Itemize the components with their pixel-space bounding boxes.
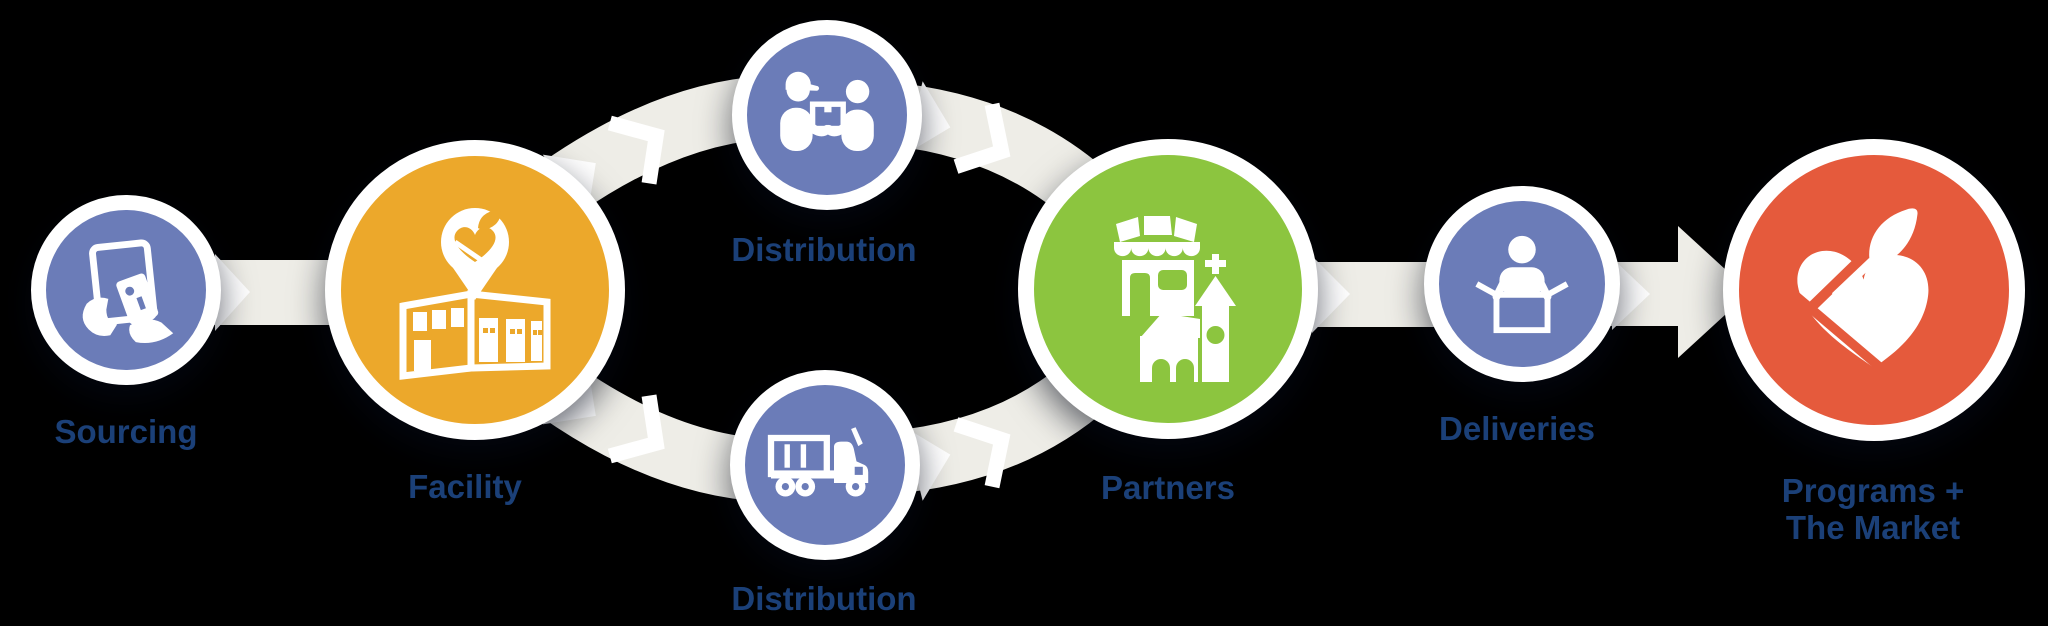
node-label-partners: Partners <box>1101 469 1235 506</box>
node-label-programs-line1: Programs + <box>1781 472 1965 509</box>
heart-apple-icon <box>1788 208 1929 377</box>
node-label-distribution-bottom: Distribution <box>731 580 917 617</box>
tablet-payment-icon <box>82 239 174 344</box>
warehouse-location-pin-icon <box>399 208 551 380</box>
node-partners-circle <box>1018 139 1318 439</box>
node-label-distribution-top: Distribution <box>731 231 917 268</box>
person-packing-box-icon <box>1475 235 1569 334</box>
store-and-church-icon <box>1114 216 1236 382</box>
box-handoff-icon <box>780 71 874 151</box>
node-label-programs: Programs + The Market <box>1723 472 2023 546</box>
node-distribution-top-circle <box>732 20 922 210</box>
semi-truck-icon <box>767 427 869 497</box>
node-facility-circle <box>325 140 625 440</box>
node-label-programs-line2: The Market <box>1785 509 1961 546</box>
node-label-sourcing: Sourcing <box>54 413 198 450</box>
node-label-facility: Facility <box>408 468 522 505</box>
node-distribution-bottom-circle <box>730 370 920 560</box>
node-programs-circle <box>1723 139 2025 441</box>
node-deliveries-circle <box>1424 186 1620 382</box>
node-label-deliveries: Deliveries <box>1439 410 1595 447</box>
node-sourcing-circle <box>31 195 221 385</box>
